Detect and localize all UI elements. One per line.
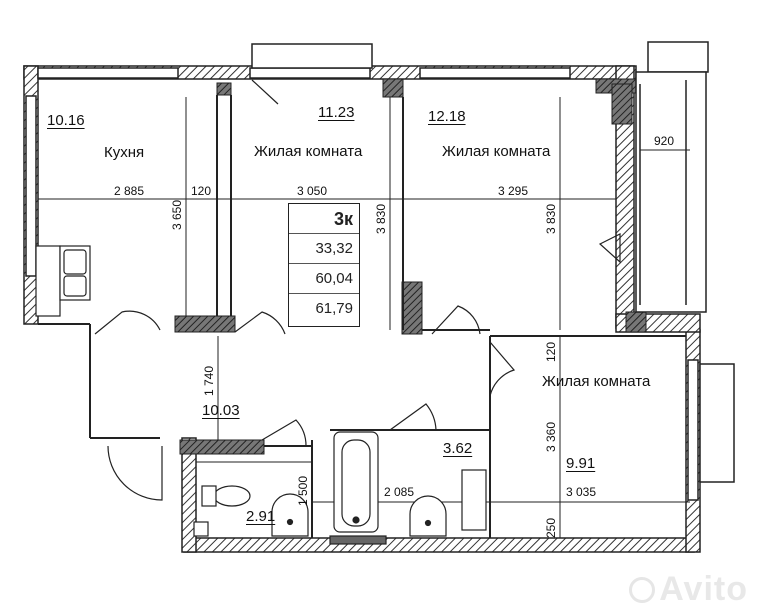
dim-hall-height: 1 740 xyxy=(202,365,216,396)
dim-living3-width: 3 035 xyxy=(566,485,597,499)
dim-living3-height: 3 360 xyxy=(544,421,558,452)
apartment-type: 3к xyxy=(289,204,359,234)
living3-area: 9.91 xyxy=(566,455,596,472)
avito-logo-icon xyxy=(629,577,656,603)
dim-kitchen-height: 3 650 xyxy=(170,199,184,230)
dim-gap-120: 120 xyxy=(191,184,212,198)
dim-gap-120-vertical: 120 xyxy=(544,341,558,362)
dim-living1-width: 3 050 xyxy=(297,184,328,198)
apartment-summary: 3к 33,32 60,04 61,79 xyxy=(288,203,360,327)
dim-toilet-height: 1 500 xyxy=(296,475,310,506)
hall-area: 10.03 xyxy=(202,402,240,419)
dim-bath-width: 2 085 xyxy=(384,485,415,499)
doors xyxy=(94,79,621,501)
inner-walls xyxy=(174,78,647,455)
balconies xyxy=(251,41,735,483)
living2-label: Жилая комната xyxy=(442,143,551,160)
partitions xyxy=(38,95,686,538)
living-area-total: 33,32 xyxy=(289,234,359,264)
bath-area: 3.62 xyxy=(443,440,473,457)
total-area: 60,04 xyxy=(289,264,359,294)
living1-area: 11.23 xyxy=(318,104,355,121)
dim-living1-height: 3 830 xyxy=(374,203,388,234)
dim-gap-250: 250 xyxy=(544,517,558,538)
dim-living2-height: 3 830 xyxy=(544,203,558,234)
kitchen-label: Кухня xyxy=(104,144,145,161)
fixtures xyxy=(35,245,487,545)
watermark-text: Avito xyxy=(659,570,748,608)
dim-balcony-width: 920 xyxy=(654,134,675,148)
total-area-with-balcony: 61,79 xyxy=(315,300,353,317)
dimension-lines xyxy=(38,97,690,538)
dim-living2-width: 3 295 xyxy=(498,184,529,198)
watermark: Avito xyxy=(629,570,748,609)
kitchen-area: 10.16 xyxy=(47,112,85,129)
living1-label: Жилая комната xyxy=(254,143,363,160)
living3-label: Жилая комната xyxy=(542,373,651,390)
living2-area: 12.18 xyxy=(428,108,466,125)
dim-kitchen-width: 2 885 xyxy=(114,184,145,198)
toilet-area: 2.91 xyxy=(246,508,276,525)
